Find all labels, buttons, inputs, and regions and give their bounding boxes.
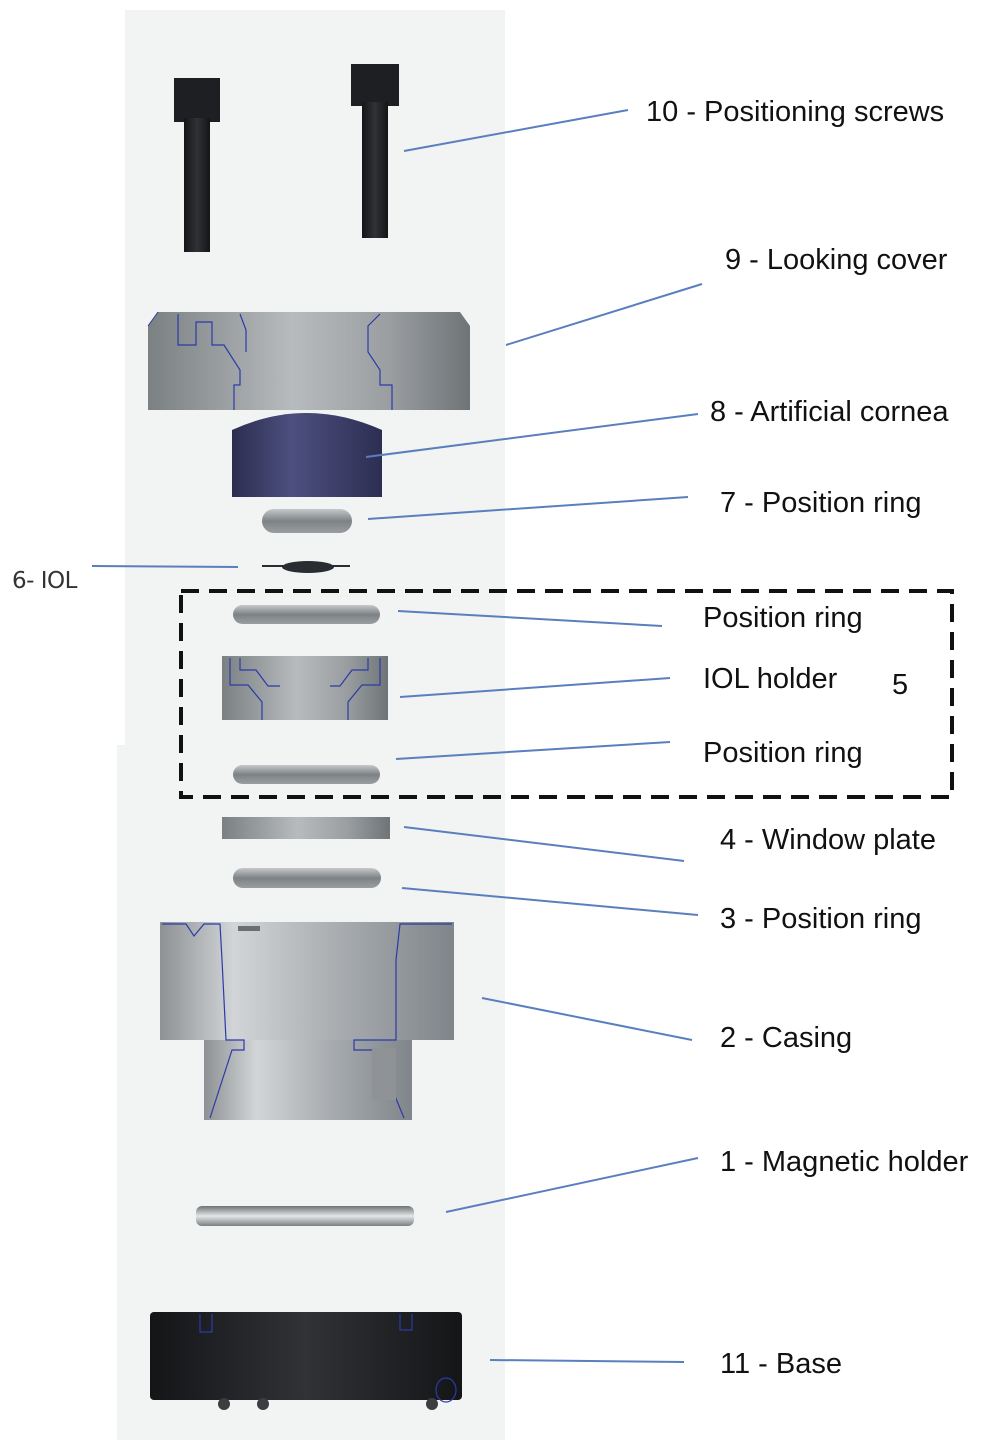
base xyxy=(150,1312,462,1410)
position-ring-7 xyxy=(262,509,352,533)
label-position-ring-lower: Position ring xyxy=(703,737,863,769)
label-casing: 2 - Casing xyxy=(720,1022,853,1054)
group-5-dashed-box xyxy=(179,589,954,799)
leader-line-ring-lower xyxy=(395,741,671,760)
leader-line-2 xyxy=(481,997,693,1041)
label-artificial-cornea: 8 - Artificial cornea xyxy=(710,396,949,428)
position-ring-3 xyxy=(233,868,381,888)
label-iol-6: 6- IOL xyxy=(12,568,77,594)
leader-line-4 xyxy=(403,826,685,862)
casing xyxy=(160,922,454,1120)
label-position-ring-upper: Position ring xyxy=(703,602,863,634)
leader-line-11 xyxy=(489,1359,685,1363)
leader-line-8 xyxy=(365,413,699,458)
leader-line-6 xyxy=(91,565,239,568)
magnetic-holder xyxy=(196,1206,414,1226)
leader-line-1 xyxy=(445,1157,699,1213)
leader-line-3 xyxy=(401,887,699,916)
positioning-screws xyxy=(174,64,399,252)
position-ring-lower xyxy=(233,765,380,784)
label-position-ring-3: 3 - Position ring xyxy=(720,903,922,935)
leader-line-10 xyxy=(403,109,629,152)
leader-lines xyxy=(91,109,703,1363)
window-plate xyxy=(222,817,390,839)
label-base: 11 - Base xyxy=(720,1348,842,1380)
label-group-5: 5 xyxy=(892,669,909,701)
leader-line-7 xyxy=(367,496,689,520)
label-window-plate: 4 - Window plate xyxy=(720,824,936,856)
label-magnetic-holder: 1 - Magnetic holder xyxy=(720,1146,969,1178)
label-position-ring-7: 7 - Position ring xyxy=(720,487,922,519)
label-iol-holder: IOL holder xyxy=(703,663,838,695)
iol-lens xyxy=(262,561,350,573)
leader-line-iol-holder xyxy=(399,677,671,698)
leader-line-ring-upper xyxy=(397,610,663,627)
looking-cover xyxy=(147,311,470,410)
label-looking-cover: 9 - Looking cover xyxy=(725,244,948,276)
position-ring-upper xyxy=(233,605,380,624)
leader-line-9 xyxy=(505,283,703,346)
iol-holder xyxy=(222,656,388,720)
artificial-cornea xyxy=(232,413,382,497)
label-positioning-screws: 10 - Positioning screws xyxy=(646,96,945,128)
